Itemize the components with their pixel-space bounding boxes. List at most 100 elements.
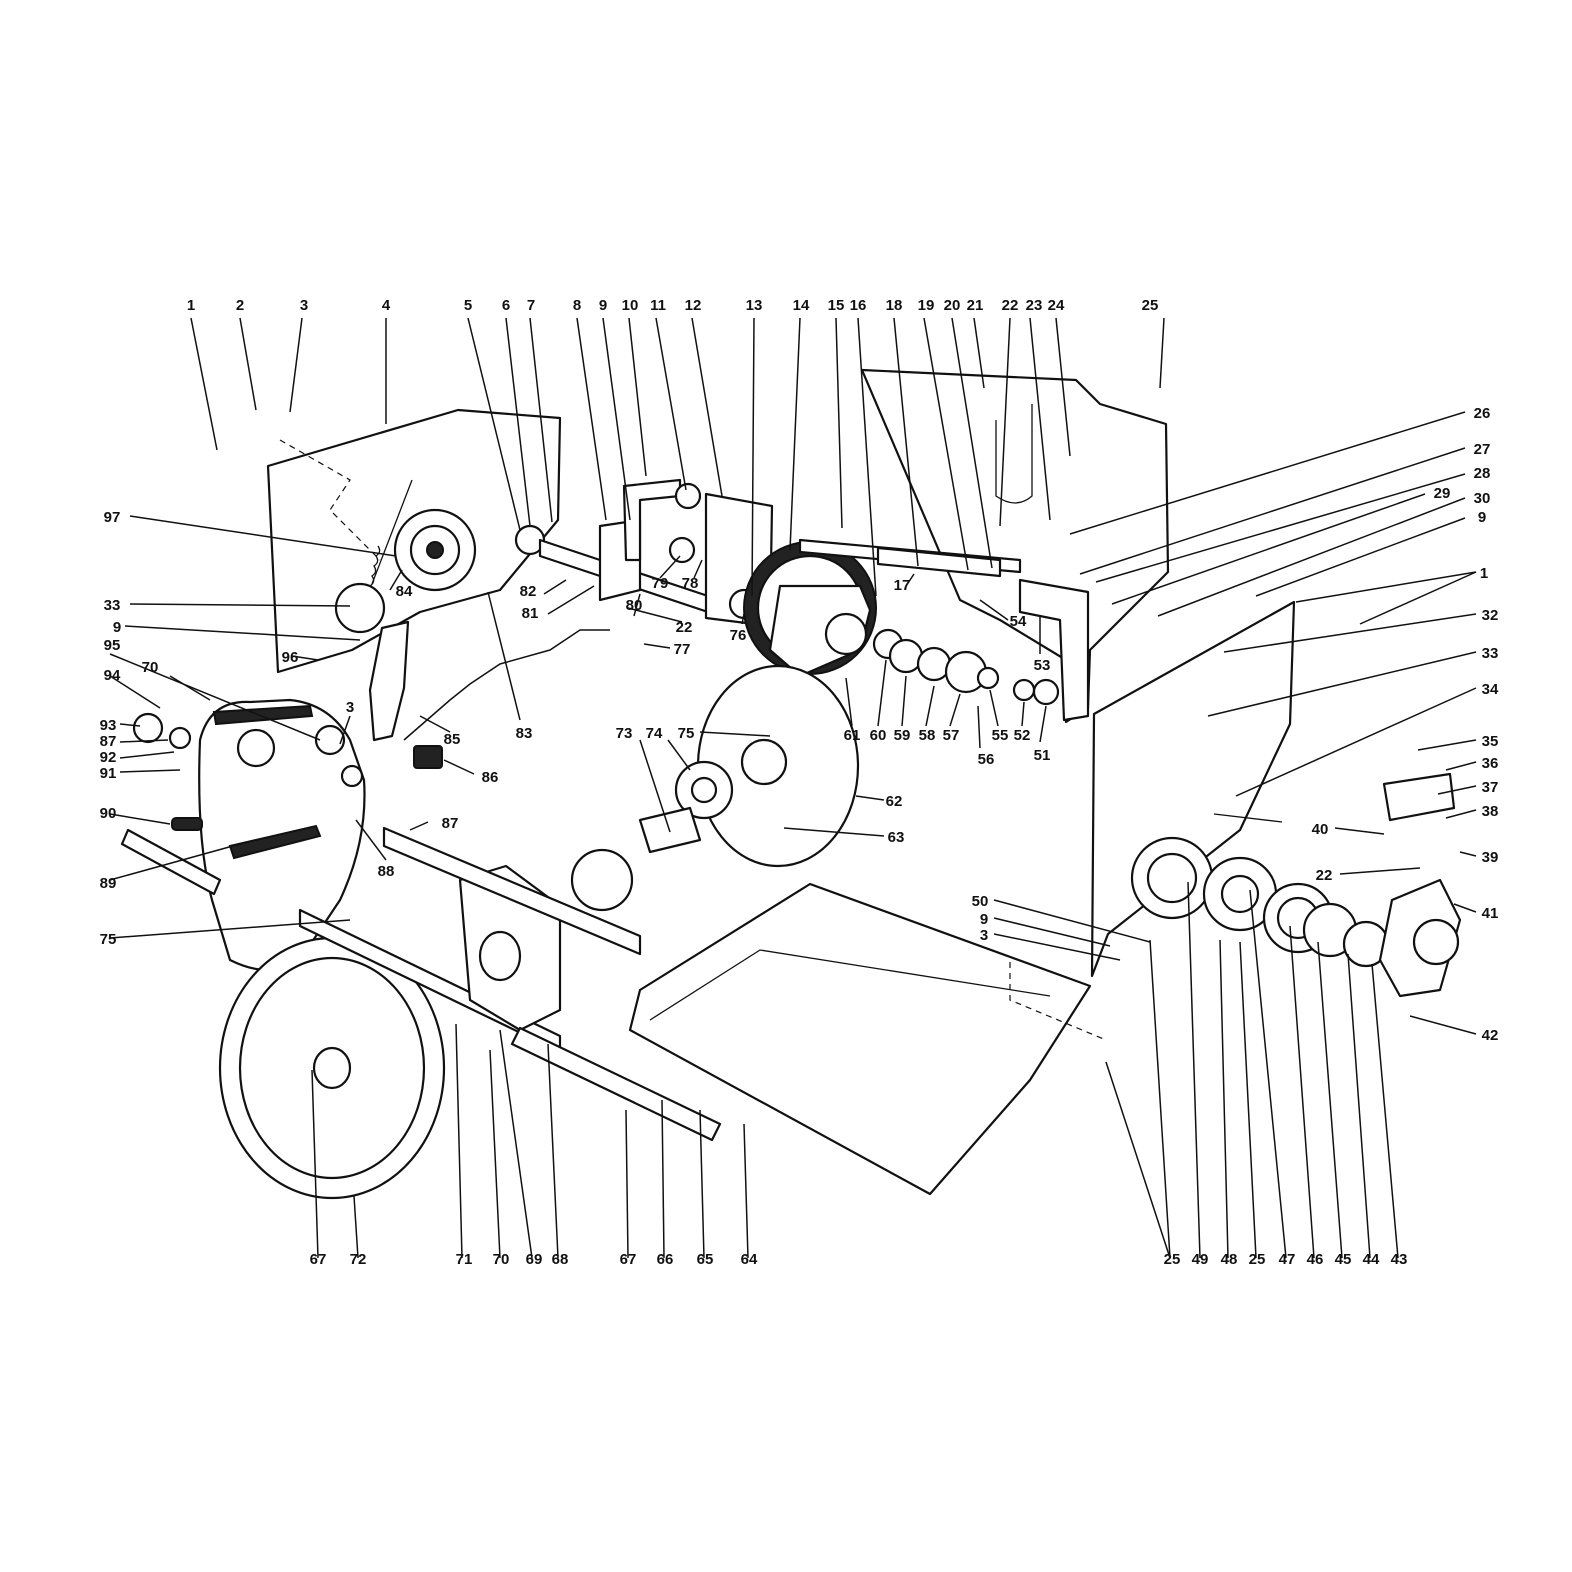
link-90	[171, 817, 203, 831]
callout: 37	[1482, 779, 1499, 796]
callout: 30	[1474, 490, 1491, 507]
callout: 51	[1034, 747, 1051, 764]
callout: 8	[573, 297, 581, 314]
callout: 25	[1164, 1251, 1181, 1268]
callout: 96	[282, 649, 299, 666]
callout: 9	[599, 297, 607, 314]
callout: 26	[1474, 405, 1491, 422]
wheel-72-hub	[312, 1046, 352, 1090]
callout: 46	[1307, 1251, 1324, 1268]
callout: 63	[888, 829, 905, 846]
callout: 40	[1312, 821, 1329, 838]
callout: 66	[657, 1251, 674, 1268]
callout: 97	[104, 509, 121, 526]
washer-59	[888, 638, 924, 674]
callout: 90	[100, 805, 117, 822]
callout: 25	[1249, 1251, 1266, 1268]
callout: 23	[1026, 297, 1043, 314]
callout: 35	[1482, 733, 1499, 750]
disc-hub-62	[740, 738, 788, 786]
sprocket-95	[314, 724, 346, 756]
callout: 88	[378, 863, 395, 880]
callout: 44	[1363, 1251, 1380, 1268]
callout: 62	[886, 793, 903, 810]
callout: 3	[346, 699, 354, 716]
callout: 33	[104, 597, 121, 614]
callout: 4	[382, 297, 391, 314]
callout: 36	[1482, 755, 1499, 772]
callout: 19	[918, 297, 935, 314]
callout: 45	[1335, 1251, 1352, 1268]
callout: 9	[1478, 509, 1486, 526]
callout: 81	[522, 605, 539, 622]
washer-88	[340, 764, 364, 788]
callout: 93	[100, 717, 117, 734]
callout: 24	[1048, 297, 1065, 314]
callout: 13	[746, 297, 763, 314]
callout: 68	[552, 1251, 569, 1268]
callout: 71	[456, 1251, 473, 1268]
callout: 27	[1474, 441, 1491, 458]
panel-slot	[995, 404, 1033, 504]
callout: 5	[464, 297, 472, 314]
callout: 73	[616, 725, 633, 742]
shift-rod	[403, 629, 610, 741]
callout: 33	[1482, 645, 1499, 662]
callout: 55	[992, 727, 1009, 744]
ring-41-opening	[1412, 918, 1460, 966]
callout: 7	[527, 297, 535, 314]
callout: 21	[967, 297, 984, 314]
callout: 76	[730, 627, 747, 644]
bushing-79	[668, 536, 696, 564]
callout: 16	[850, 297, 867, 314]
auger-housing-inner	[649, 949, 1051, 1021]
callout: 1	[1480, 565, 1488, 582]
callout: 12	[685, 297, 702, 314]
chain-upper	[212, 704, 314, 726]
lever-10	[622, 478, 682, 562]
callout: 87	[442, 815, 459, 832]
center-shaft-lower	[382, 826, 642, 956]
callout: 79	[652, 575, 669, 592]
callout: 22	[1002, 297, 1019, 314]
callout: 67	[620, 1251, 637, 1268]
callout: 77	[674, 641, 691, 658]
callout: 3	[980, 927, 988, 944]
callout: 39	[1482, 849, 1499, 866]
callout: 6	[502, 297, 510, 314]
callout: 59	[894, 727, 911, 744]
callout: 74	[646, 725, 663, 742]
callout: 11	[650, 297, 666, 314]
callout: 1	[187, 297, 195, 314]
callout: 9	[113, 619, 121, 636]
callout: 38	[1482, 803, 1499, 820]
drive-shaft-65	[510, 1026, 722, 1142]
callout: 14	[793, 297, 810, 314]
callout: 70	[493, 1251, 510, 1268]
callout: 10	[622, 297, 639, 314]
left-plate-cover	[334, 582, 386, 634]
tube-18	[876, 546, 1002, 578]
bearing-left-73	[570, 848, 634, 912]
callout: 20	[944, 297, 961, 314]
callout: 3	[300, 297, 308, 314]
bracket-53	[1018, 578, 1090, 722]
callout: 70	[142, 659, 159, 676]
callout: 82	[520, 583, 537, 600]
callout: 75	[100, 931, 117, 948]
washer-55	[976, 666, 1000, 690]
callout: 91	[100, 765, 117, 782]
callout: 42	[1482, 1027, 1499, 1044]
callout: 84	[396, 583, 413, 600]
flange-47-inner	[1220, 874, 1260, 914]
callout: 64	[741, 1251, 758, 1268]
callout: 29	[1434, 485, 1451, 502]
callout: 72	[350, 1251, 367, 1268]
auger-housing	[628, 882, 1092, 1196]
callout: 49	[1192, 1251, 1209, 1268]
housing-bore	[478, 930, 522, 982]
callout: 65	[697, 1251, 714, 1268]
callout: 78	[682, 575, 699, 592]
callout: 32	[1482, 607, 1499, 624]
